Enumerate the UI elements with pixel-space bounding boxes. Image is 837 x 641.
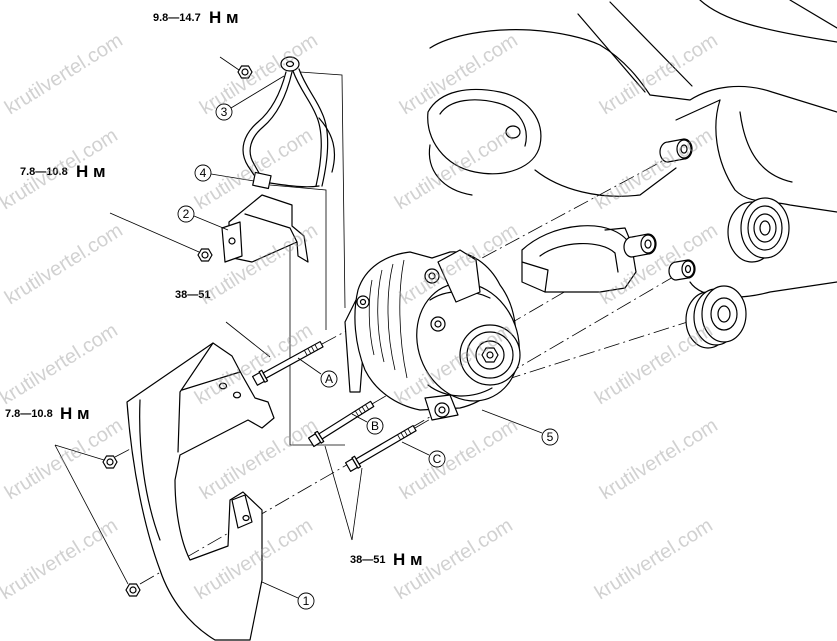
callout-number: 3 [221,105,228,119]
torque-value: 7.8—10.8 [20,166,68,178]
torque-label-bolts-bc: 38—51 Н м [350,550,423,569]
watermark-text: krutilvertel.com [591,514,717,604]
guide-lines [269,71,346,446]
torque-label-top: 9.8—14.7 Н м [153,8,239,27]
spacer-middle [623,233,657,258]
torque-label-bolt-a: 38—51 [175,289,210,301]
watermark-text: krutilvertel.com [591,124,717,214]
torque-value: 9.8—14.7 [153,12,201,24]
callout-letter: C [433,452,442,466]
callout-leaders [193,75,543,599]
torque-value: 38—51 [175,289,210,301]
torque-value: 38—51 [350,554,385,566]
ring-terminal [280,56,300,72]
torque-unit: Н м [60,404,90,423]
callout-1: 1 [297,592,315,610]
idler-pulley-upper [727,197,790,263]
lower-mount-ear [434,402,450,418]
torque-unit: Н м [209,8,239,27]
callout-5: 5 [541,428,559,446]
watermark-text: krutilvertel.com [196,29,322,119]
engine-block [428,0,837,298]
callout-c: C [428,450,446,468]
alternator-pulley [459,324,521,386]
watermark-text: krutilvertel.com [0,514,122,604]
torque-label-upper-left: 7.8—10.8 Н м [20,162,106,181]
nut-terminal [237,65,253,79]
callout-letter: A [325,372,333,386]
nut-bracket [197,248,213,262]
callout-3: 3 [215,103,233,121]
alternator-rear-cover [521,225,637,293]
heat-shield [126,342,275,641]
watermark-text: krutilvertel.com [596,414,722,504]
callout-number: 2 [183,207,190,221]
torque-value: 7.8—10.8 [5,408,53,420]
watermark-text: krutilvertel.com [596,29,722,119]
callout-a: A [320,370,338,388]
callout-number: 1 [303,594,310,608]
bracket [221,194,309,263]
bolt-c [344,424,417,472]
bolt-a [251,341,324,386]
watermark-text: krutilvertel.com [1,219,127,309]
spacer-lower [668,259,696,281]
callout-b: B [366,417,384,435]
torque-unit: Н м [76,162,106,181]
mount-hole [505,125,521,139]
b-terminal-stud [356,295,370,309]
wire-connector [252,171,272,190]
callout-2: 2 [177,205,195,223]
bolt-b [307,400,375,448]
idler-pulley-lower [685,285,747,349]
engine-mount-bracket [427,88,542,175]
torque-leaders [54,56,363,585]
wire-harness [242,56,336,190]
callout-number: 4 [200,166,207,180]
callout-letter: B [371,419,379,433]
nut-shield-upper [102,455,118,469]
watermark-text: krutilvertel.com [0,319,122,409]
upper-mount-ear [424,268,440,284]
spacer-upper [659,138,693,163]
middle-mount-ear [430,316,446,332]
torque-label-lower-left: 7.8—10.8 Н м [5,404,90,423]
alternator [344,249,521,421]
callout-4: 4 [194,164,212,182]
nut-shield-lower [125,583,141,597]
watermark-text: krutilvertel.com [1,29,127,119]
callout-number: 5 [547,430,554,444]
torque-unit: Н м [393,550,423,569]
